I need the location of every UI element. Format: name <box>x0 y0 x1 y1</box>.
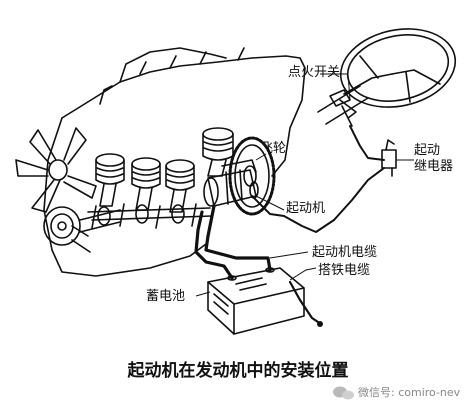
label-ignition-switch: 点火开关 <box>288 65 340 80</box>
battery-ground-lead <box>288 280 320 324</box>
ground-terminal <box>317 321 323 327</box>
crank-pulley <box>43 206 121 246</box>
fan <box>15 127 97 213</box>
starter-relay <box>381 139 397 177</box>
watermark-text: 微信号: comiro-nev <box>358 385 461 399</box>
flywheel <box>228 136 276 216</box>
label-starter-motor: 起动机 <box>286 201 325 216</box>
leader-battery <box>195 291 211 297</box>
ground-cable <box>194 210 234 280</box>
piston-1 <box>95 153 125 207</box>
label-flywheel: 飞轮 <box>260 141 286 156</box>
relay-wire <box>251 167 385 233</box>
figure-caption: 起动机在发动机中的安装位置 <box>127 360 349 381</box>
label-starter-cable: 起动机电缆 <box>312 244 377 260</box>
piston-4 <box>202 127 234 177</box>
starter-cable <box>204 204 272 272</box>
leader-flywheel <box>255 153 267 161</box>
piston-3 <box>165 159 195 213</box>
label-starter-relay-2: 继电器 <box>414 159 453 174</box>
piston-2 <box>131 157 161 211</box>
battery <box>207 267 305 335</box>
crankshaft <box>87 203 213 229</box>
starter-motor <box>203 159 259 207</box>
leader-lines <box>195 73 414 297</box>
wechat-icon <box>333 386 354 400</box>
leader-ignition-switch <box>320 73 351 101</box>
switch-wire <box>349 125 385 161</box>
label-starter-relay-1: 起动 <box>414 143 440 158</box>
label-battery: 蓄电池 <box>146 289 185 304</box>
engine-block <box>43 47 306 277</box>
leader-starter <box>255 195 285 211</box>
label-ground-cable: 搭铁电缆 <box>318 262 370 278</box>
leader-ground-cable <box>289 267 317 281</box>
leader-starter-cable <box>269 251 309 259</box>
